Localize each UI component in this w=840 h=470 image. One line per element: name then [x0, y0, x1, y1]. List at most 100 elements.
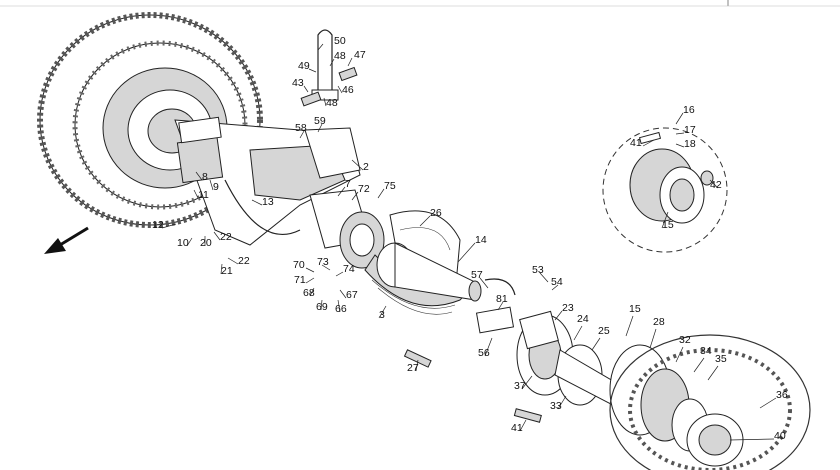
hub-detail-inset: [602, 127, 728, 253]
leader-line-28: [649, 328, 657, 349]
leader-line-9: [209, 179, 214, 191]
part-label-70: 70: [293, 259, 305, 271]
leader-line-41: [642, 139, 655, 147]
leader-line-8: [195, 171, 203, 181]
leader-line-36: [759, 397, 777, 409]
leader-line-25: [591, 337, 601, 351]
loose-bolts-lower: [403, 278, 559, 423]
leader-line-2: [351, 159, 364, 171]
part-label-48: 48: [326, 97, 338, 109]
leader-line-81: [497, 301, 504, 311]
part-label-26: 26: [430, 207, 442, 219]
part-label-42: 42: [710, 179, 722, 191]
part-label-59: 59: [314, 115, 326, 127]
part-label-37: 37: [514, 380, 526, 392]
leader-line-73: [321, 264, 331, 271]
leader-line-68: [309, 287, 315, 297]
leader-line-46: [337, 85, 343, 94]
part-label-68: 68: [303, 287, 315, 299]
part-label-16: 16: [683, 104, 695, 116]
leader-line-70: [305, 267, 315, 273]
leader-line-12: [161, 223, 177, 229]
leader-line-49: [308, 68, 317, 73]
leader-line-3: [378, 305, 387, 319]
part-label-46: 46: [342, 84, 354, 96]
small-bolts: [300, 66, 358, 107]
leader-line-15: [625, 315, 634, 337]
part-label-11: 11: [198, 189, 209, 201]
leader-line-50: [317, 43, 324, 51]
part-label-22: 22: [238, 255, 250, 267]
leader-line-74: [335, 271, 344, 277]
part-label-75: 75: [384, 180, 396, 192]
leader-line-43: [303, 85, 309, 93]
part-label-40: 40: [774, 430, 786, 442]
leader-line-42: [709, 179, 719, 189]
spring-seat: [304, 127, 385, 269]
part-label-20: 20: [200, 237, 212, 249]
part-label-73: 73: [317, 256, 329, 268]
part-label-81: 81: [496, 293, 508, 305]
part-label-49: 49: [298, 60, 310, 72]
part-label-74: 74: [343, 263, 355, 275]
part-label-18: 18: [684, 138, 696, 150]
leader-line-35: [707, 365, 719, 381]
direction-arrow: [44, 226, 89, 254]
part-label-2: 2: [363, 161, 369, 173]
part-label-17: 17: [684, 124, 696, 136]
part-label-25: 25: [598, 325, 610, 337]
leader-line-53: [539, 272, 549, 283]
part-label-56: 56: [478, 347, 490, 359]
part-label-15: 15: [662, 219, 674, 231]
leader-line-14: [457, 242, 476, 263]
part-label-15: 15: [629, 303, 641, 315]
part-label-43: 43: [292, 77, 304, 89]
leader-line-10: [186, 237, 193, 247]
leader-line-66: [337, 299, 341, 313]
part-label-7: 7: [345, 178, 351, 190]
leader-line-72: [351, 191, 359, 201]
part-label-47: 47: [354, 49, 366, 61]
leader-line-41: [519, 419, 527, 432]
leader-line-16: [675, 112, 684, 125]
leader-line-69: [320, 299, 323, 311]
leader-line-48: [323, 97, 327, 107]
part-label-48: 48: [334, 50, 346, 62]
leader-line-22: [213, 231, 221, 241]
part-label-14: 14: [475, 234, 487, 246]
part-label-13: 13: [262, 196, 274, 208]
part-label-9: 9: [213, 181, 219, 193]
leader-line-17: [675, 132, 685, 135]
part-label-3: 3: [379, 309, 385, 321]
part-label-35: 35: [715, 353, 727, 365]
leader-line-32: [675, 346, 684, 363]
part-label-34: 34: [700, 345, 712, 357]
part-label-69: 69: [316, 301, 328, 313]
part-label-27: 27: [407, 362, 419, 374]
leader-line-67: [339, 289, 347, 299]
leader-line-56: [484, 337, 493, 357]
leader-line-11: [193, 189, 199, 199]
part-label-72: 72: [358, 183, 370, 195]
part-label-21: 21: [221, 265, 233, 277]
leader-line-47: [347, 57, 353, 67]
leader-line-15: [661, 211, 669, 229]
leader-line-7: [337, 186, 346, 197]
part-label-23: 23: [562, 302, 574, 314]
stub-axle: [376, 242, 482, 302]
leader-line-33: [557, 395, 567, 410]
leader-line-24: [573, 325, 583, 341]
leader-line-21: [220, 263, 223, 275]
part-label-53: 53: [532, 264, 544, 276]
part-label-57: 57: [471, 269, 483, 281]
leader-line-40: [729, 438, 775, 441]
leader-line-34: [693, 357, 705, 373]
leader-line-22: [227, 257, 239, 265]
part-label-28: 28: [653, 316, 665, 328]
part-label-71: 71: [294, 274, 306, 286]
part-label-66: 66: [335, 303, 347, 315]
part-label-10: 10: [177, 237, 189, 249]
part-label-22: 22: [220, 231, 232, 243]
